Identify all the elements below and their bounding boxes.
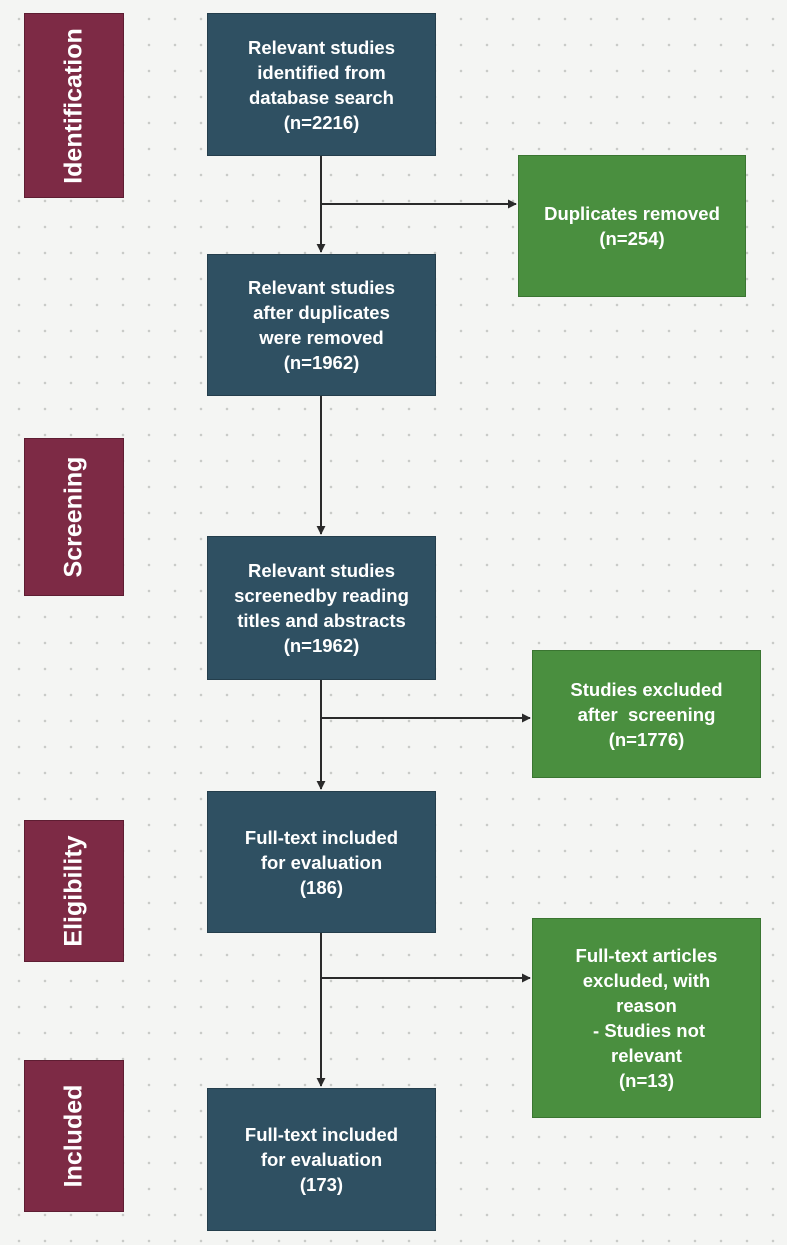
box-after-duplicates: Relevant studies after duplicates were rem…: [207, 254, 436, 396]
box-count: (n=1776): [608, 728, 685, 750]
box-text-line: Full-text articles: [575, 945, 718, 966]
stage-label-screening: Screening: [24, 438, 124, 596]
box-text-line: reason: [616, 995, 677, 1016]
box-text-line: for evaluation: [260, 1149, 383, 1170]
box-count: (n=13): [618, 1070, 674, 1091]
box-text-line: Relevant studies: [247, 36, 396, 58]
box-fulltext-evaluated: Full-text included for evaluation (186): [207, 791, 436, 933]
box-text-line: excluded, with: [582, 970, 711, 991]
stage-label-eligibility: Eligibility: [24, 820, 124, 962]
box-count: (186): [299, 876, 344, 898]
box-excluded-screening: Studies excluded after screening (n=1776): [532, 650, 761, 778]
box-excluded-fulltext: Full-text articles excluded, with reason -…: [532, 918, 761, 1118]
box-count: (n=1962): [283, 352, 360, 373]
box-text-line: Full-text included: [244, 1124, 399, 1145]
box-screened: Relevant studies screenedby reading titles…: [207, 536, 436, 680]
box-text-line: Relevant studies: [247, 560, 396, 581]
box-identified: Relevant studies identified from database …: [207, 13, 436, 156]
box-text-line: Relevant studies: [247, 277, 396, 298]
stage-label-identification: Identification: [24, 13, 124, 198]
box-count: (n=1962): [283, 635, 360, 656]
box-text-line: for evaluation: [260, 851, 383, 873]
box-text-line: after duplicates: [253, 302, 390, 323]
box-text-line: database search: [248, 86, 394, 108]
box-text-line: - Studies not: [587, 1020, 706, 1041]
box-text-line: titles and abstracts: [237, 610, 406, 631]
box-duplicates-removed: Duplicates removed (n=254): [518, 155, 746, 297]
box-text-line: identified from: [257, 61, 386, 83]
box-text-line: Studies excluded: [570, 678, 723, 700]
box-text-line: relevant: [611, 1045, 682, 1066]
box-included-final: Full-text included for evaluation (173): [207, 1088, 436, 1231]
box-text-line: screenedby reading: [234, 585, 409, 606]
box-text-line: were removed: [259, 327, 384, 348]
box-count: (173): [299, 1174, 344, 1195]
box-text-line: after screening: [577, 703, 716, 725]
box-text-line: Full-text included: [244, 826, 399, 848]
box-text-line: Duplicates removed: [544, 203, 720, 224]
box-count: (n=2216): [283, 111, 360, 133]
stage-label-included: Included: [24, 1060, 124, 1212]
box-count: (n=254): [599, 228, 665, 249]
